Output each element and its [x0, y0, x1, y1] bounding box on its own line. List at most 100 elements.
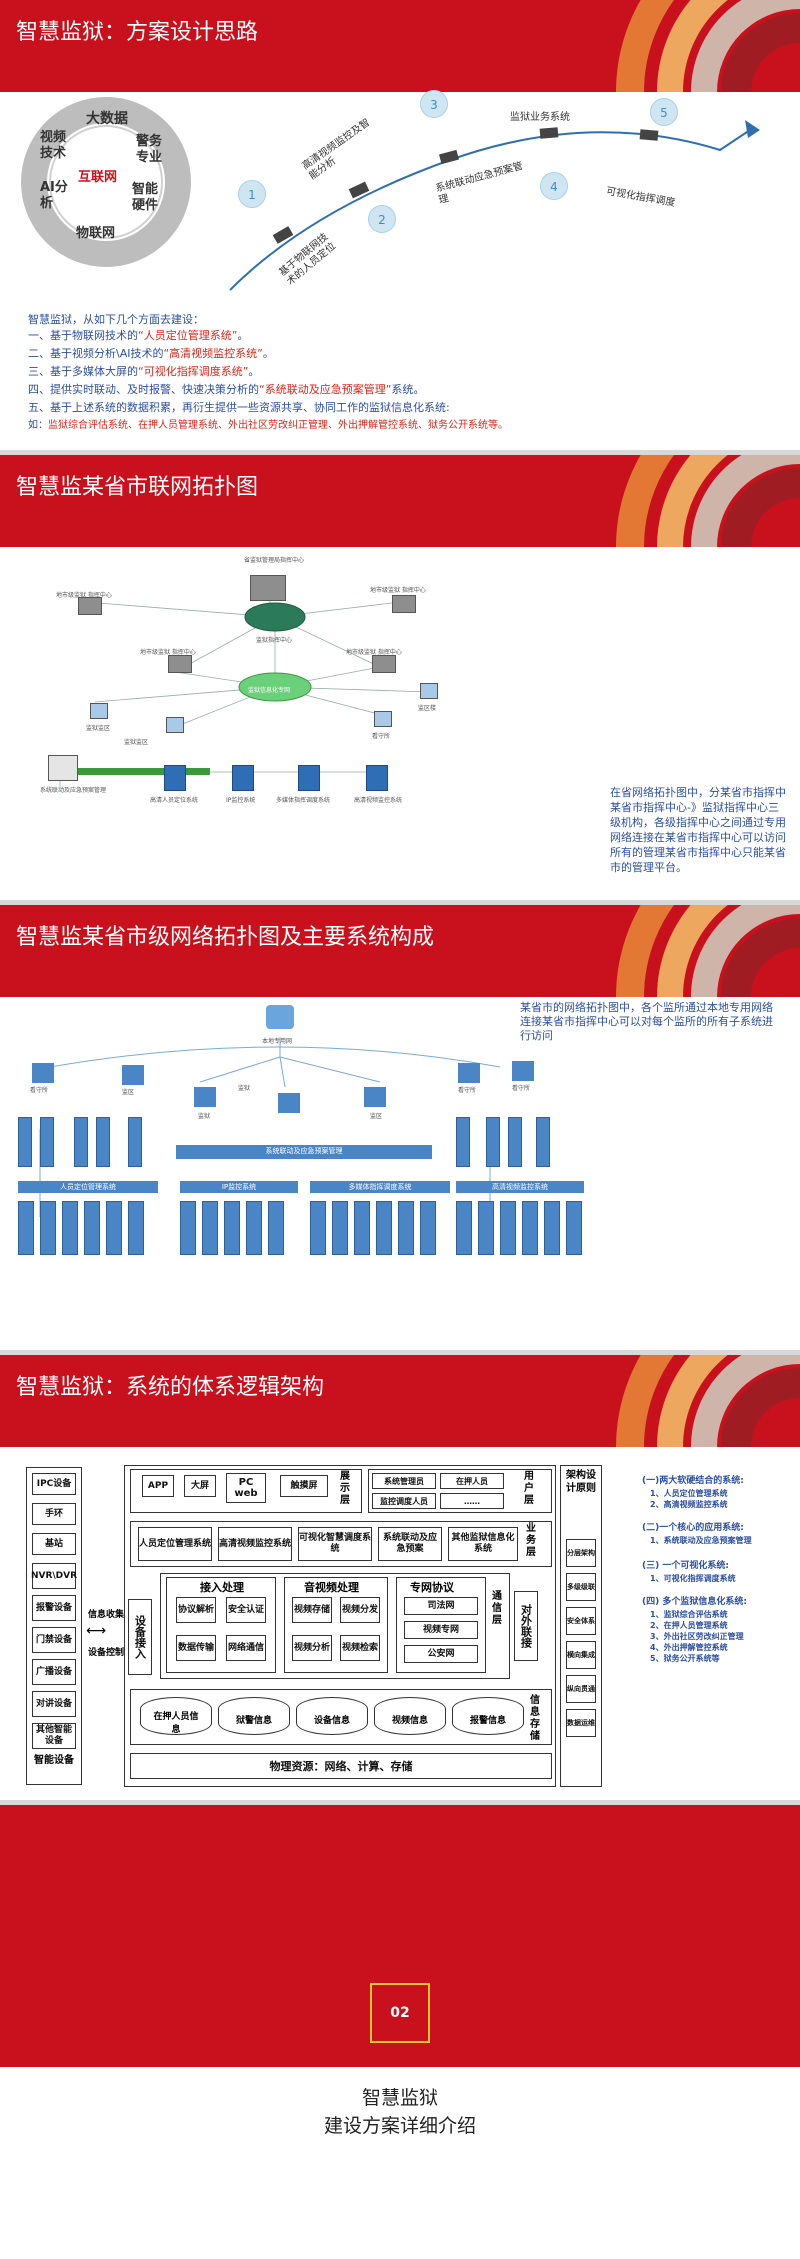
node-label: 看守所 — [512, 1085, 531, 1092]
principles-title: 架构设计原则 — [566, 1470, 596, 1494]
node-label: 高清视频监控系统 — [354, 797, 403, 804]
node-label: 多媒体指挥调度系统 — [276, 797, 331, 804]
summary-item: 4、外出押解管控系统 — [650, 1643, 728, 1652]
storage-item-icon — [296, 1697, 368, 1735]
step-number: 3 — [420, 90, 448, 118]
slide-header: 智慧监狱：方案设计思路 — [0, 0, 800, 92]
server-icon — [250, 575, 286, 601]
server-icon — [168, 655, 192, 673]
building-icon — [32, 1063, 54, 1083]
ring-item: 警务专业 — [136, 134, 163, 165]
roadmap-curve — [229, 120, 760, 291]
principle-item: 安全体系 — [566, 1607, 596, 1635]
device-box: 手环 — [32, 1503, 76, 1525]
subsystem-box — [500, 1201, 516, 1255]
display-frame — [130, 1469, 362, 1513]
subsystem-box — [40, 1201, 56, 1255]
display-item: PC web — [226, 1473, 266, 1503]
service-group-title: 音视频处理 — [304, 1581, 359, 1594]
slide-header: 智慧监狱：系统的体系逻辑架构 — [0, 1355, 800, 1447]
server-rack-icon — [366, 765, 388, 791]
node-label: 监狱 — [238, 1085, 251, 1092]
description-text: 在省网络拓扑图中，分某省市指挥中某省市指挥中心-》监狱指挥中心三级机构，各级指挥… — [610, 786, 786, 874]
subsystem-box — [202, 1201, 218, 1255]
service-item: 视频专网 — [404, 1621, 478, 1639]
subsystem-box — [398, 1201, 414, 1255]
bullet-pre: 如： — [28, 420, 48, 431]
building-icon — [458, 1063, 480, 1083]
user-frame — [368, 1469, 552, 1513]
business-item: 可视化智慧调度系统 — [298, 1527, 372, 1561]
service-group-title: 接入处理 — [200, 1581, 244, 1594]
node-label: 地市级监狱 指挥中心 — [346, 649, 402, 656]
display-item: 触摸屏 — [280, 1475, 328, 1497]
subsystem-box — [18, 1117, 32, 1167]
subsystem-box — [128, 1201, 144, 1255]
subsystem-box — [456, 1117, 470, 1167]
slide-design-idea: 智慧监狱：方案设计思路 互联网 大数据 视频技术 AI分析 物联网 警务专业 智… — [0, 0, 800, 450]
node-label: 地市级监狱 指挥中心 — [140, 649, 196, 656]
server-icon — [90, 703, 108, 719]
building-icon — [278, 1093, 300, 1113]
principles-frame — [560, 1465, 602, 1787]
subsystem-box — [128, 1117, 142, 1167]
node-label: 监区 — [370, 1113, 383, 1120]
bullet-line: 五、基于上述系统的数据积累，再衍生提供一些资源共享、协同工作的监狱信息化系统: — [28, 400, 768, 415]
subsystem-box — [106, 1201, 122, 1255]
center-bar: 系统联动及应急预案管理 — [176, 1145, 432, 1159]
subsystem-box — [96, 1117, 110, 1167]
subsystem-box — [224, 1201, 240, 1255]
bullet-highlight: “系统联动及应急预案管理” — [259, 383, 392, 396]
service-group — [396, 1577, 486, 1673]
topology-lines — [59, 587, 431, 787]
node-label: 高清人员定位系统 — [150, 797, 199, 804]
decorative-arcs-icon — [616, 0, 800, 92]
subsystem-box — [18, 1201, 34, 1255]
arrow-right-icon: ⟷ — [86, 1623, 107, 1639]
summary-item: 2、高清视频监控系统 — [650, 1500, 728, 1509]
bullet-line: 一、基于物联网技术的“人员定位管理系统”。 — [28, 328, 768, 343]
server-icon — [420, 683, 438, 699]
slide-title: 智慧监狱：系统的体系逻辑架构 — [16, 1375, 325, 1400]
business-frame — [130, 1521, 552, 1567]
bullet-post: 。 — [237, 329, 249, 342]
device-box: 广播设备 — [32, 1659, 76, 1685]
node-label: 监狱指挥中心 — [256, 637, 293, 644]
layer-label: 业务层 — [526, 1523, 536, 1558]
subsystem-bar: IP监控系统 — [180, 1181, 298, 1193]
slide-architecture: 智慧监狱：系统的体系逻辑架构 IPC设备 手环 基站 NVR\DVR 报警设备 … — [0, 1355, 800, 1800]
slide-section-divider: 02 智慧监狱 建设方案详细介绍 — [0, 1805, 800, 2259]
service-item: 视频分发 — [340, 1597, 380, 1623]
user-item: 在押人员 — [440, 1473, 504, 1489]
building-icon — [266, 1005, 294, 1029]
device-caption: 智能设备 — [34, 1755, 74, 1766]
node-label: 地市级监狱 指挥中心 — [370, 587, 426, 594]
slide-city-topology: 智慧监某省市级网络拓扑图及主要系统构成 某省市的网络拓扑图中，各个监所通过本地专… — [0, 905, 800, 1350]
subsystem-bar: 高清视频监控系统 — [456, 1181, 584, 1193]
subsystem-box — [40, 1117, 54, 1167]
bullet-post: 。 — [248, 365, 260, 378]
subsystem-box — [508, 1117, 522, 1167]
subsystem-box — [310, 1201, 326, 1255]
subsystem-box — [354, 1201, 370, 1255]
storage-label: 视频信息 — [391, 1716, 428, 1726]
node-label: 监区楼 — [418, 705, 437, 712]
summary-head: (三) 一个可视化系统: — [642, 1561, 729, 1571]
summary-item: 1、监狱综合评估系统 — [650, 1610, 728, 1619]
section-title: 智慧监狱 — [361, 2087, 438, 2109]
curve-label: 监狱业务系统 — [510, 112, 570, 123]
subsystem-box — [566, 1201, 582, 1255]
subsystem-box — [486, 1117, 500, 1167]
business-item: 人员定位管理系统 — [138, 1527, 212, 1561]
section-number-box: 02 — [370, 1983, 430, 2043]
slide-title: 智慧监某省市联网拓扑图 — [16, 475, 259, 500]
step-number: 2 — [368, 205, 396, 233]
business-item: 其他监狱信息化系统 — [448, 1527, 518, 1561]
step-number: 4 — [540, 172, 568, 200]
business-item: 高清视频监控系统 — [218, 1527, 292, 1561]
server-icon — [78, 597, 102, 615]
service-item: 视频存储 — [292, 1597, 332, 1623]
building-icon — [122, 1065, 144, 1085]
bullet-list: 一、基于物联网技术的“人员定位管理系统”。 二、基于视频分析\AI技术的“高清视… — [28, 328, 768, 433]
physical-box: 物理资源：网络、计算、存储 — [130, 1753, 552, 1779]
